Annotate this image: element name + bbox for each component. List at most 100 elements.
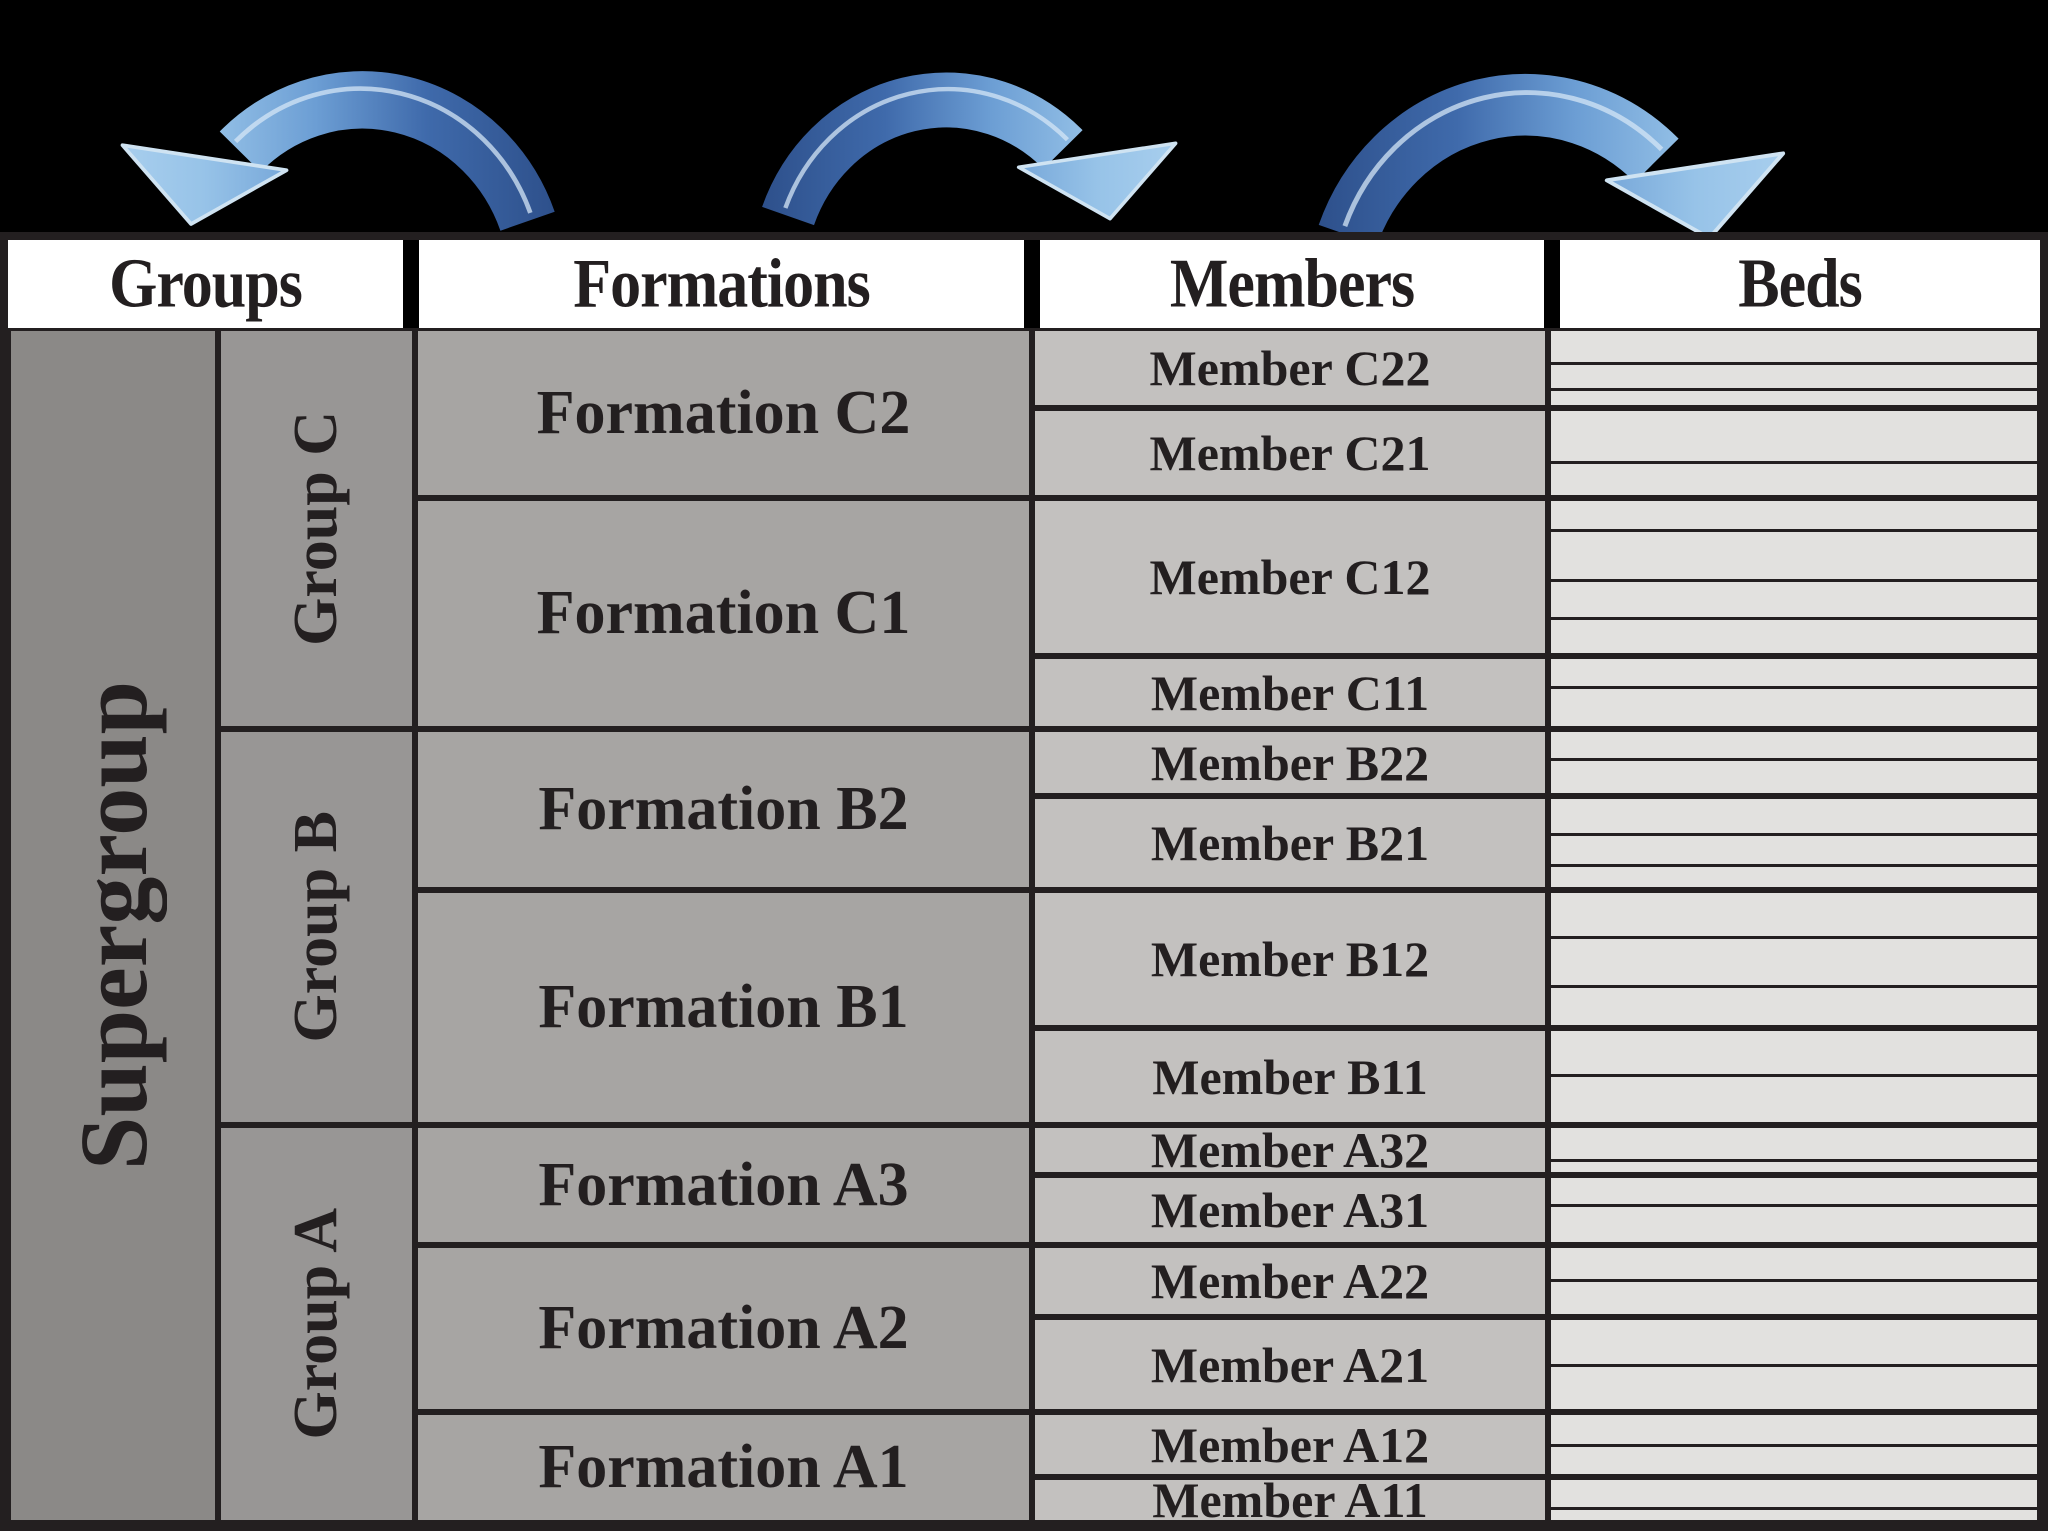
group-c-cell: Group C bbox=[218, 328, 415, 729]
member-b12-label: Member B12 bbox=[1150, 931, 1430, 987]
member-c22-cell: Member C22 bbox=[1032, 328, 1548, 408]
member-b11-cell: Member B11 bbox=[1032, 1028, 1548, 1125]
bed-layer bbox=[1551, 984, 2037, 1025]
formation-c1-label: Formation C1 bbox=[536, 579, 911, 647]
header-formations-label: Formations bbox=[573, 245, 871, 322]
beds-b22-cell bbox=[1548, 729, 2040, 796]
member-c12-cell: Member C12 bbox=[1032, 498, 1548, 656]
formation-c1-cell: Formation C1 bbox=[415, 498, 1032, 729]
formation-c2-cell: Formation C2 bbox=[415, 328, 1032, 498]
curved-arrow-icon-members bbox=[785, 89, 1175, 219]
table-header-row: Groups Formations Members Beds bbox=[8, 240, 2040, 328]
bed-layer bbox=[1551, 832, 2037, 864]
member-a12-cell: Member A12 bbox=[1032, 1412, 1548, 1477]
group-b-label: Group B bbox=[282, 811, 350, 1043]
bed-layer bbox=[1551, 1507, 2037, 1520]
bed-layer bbox=[1551, 659, 2037, 687]
stratigraphy-table: Groups Formations Members Beds Supergrou… bbox=[0, 232, 2048, 1531]
member-a22-label: Member A22 bbox=[1150, 1253, 1430, 1309]
member-a31-cell: Member A31 bbox=[1032, 1175, 1548, 1245]
beds-c22-cell bbox=[1548, 328, 2040, 408]
member-a22-cell: Member A22 bbox=[1032, 1245, 1548, 1317]
bed-layer bbox=[1551, 362, 2037, 388]
member-c21-cell: Member C21 bbox=[1032, 408, 1548, 498]
beds-a32-cell bbox=[1548, 1125, 2040, 1175]
member-a32-label: Member A32 bbox=[1150, 1125, 1430, 1175]
formation-a2-label: Formation A2 bbox=[538, 1294, 909, 1362]
supergroup-label: Supergroup bbox=[59, 680, 167, 1171]
bed-layer bbox=[1551, 529, 2037, 580]
formation-a1-cell: Formation A1 bbox=[415, 1412, 1032, 1523]
member-c21-label: Member C21 bbox=[1149, 425, 1431, 481]
bed-layer bbox=[1551, 893, 2037, 936]
bed-layer bbox=[1551, 460, 2037, 495]
formation-b2-label: Formation B2 bbox=[538, 775, 909, 843]
formation-a3-label: Formation A3 bbox=[538, 1150, 909, 1219]
member-b21-label: Member B21 bbox=[1150, 815, 1430, 871]
bed-layer bbox=[1551, 1278, 2037, 1314]
member-a12-label: Member A12 bbox=[1150, 1416, 1430, 1473]
formation-c2-label: Formation C2 bbox=[536, 378, 911, 447]
member-a31-label: Member A31 bbox=[1150, 1182, 1430, 1238]
member-a11-cell: Member A11 bbox=[1032, 1477, 1548, 1523]
formation-a1-label: Formation A1 bbox=[538, 1433, 909, 1501]
group-c-label: Group C bbox=[282, 411, 350, 646]
bed-layer bbox=[1551, 1128, 2037, 1160]
beds-a12-cell bbox=[1548, 1412, 2040, 1477]
formation-a3-cell: Formation A3 bbox=[415, 1125, 1032, 1245]
header-groups: Groups bbox=[8, 240, 403, 328]
bed-layer bbox=[1551, 1444, 2037, 1474]
member-b22-label: Member B22 bbox=[1150, 734, 1430, 791]
beds-a21-cell bbox=[1548, 1317, 2040, 1412]
formation-a2-cell: Formation A2 bbox=[415, 1245, 1032, 1412]
member-c11-cell: Member C11 bbox=[1032, 656, 1548, 729]
supergroup-cell: Supergroup bbox=[8, 328, 218, 1523]
bed-layer bbox=[1551, 1159, 2037, 1172]
bed-layer bbox=[1551, 616, 2037, 653]
bed-layer bbox=[1551, 579, 2037, 617]
header-beds: Beds bbox=[1560, 240, 2040, 328]
bed-layer bbox=[1551, 1363, 2037, 1409]
bed-layer bbox=[1551, 1178, 2037, 1204]
bed-layer bbox=[1551, 686, 2037, 726]
header-beds-label: Beds bbox=[1738, 245, 1862, 322]
bed-layer bbox=[1551, 863, 2037, 887]
curved-arrow-icon-groups bbox=[122, 89, 530, 224]
table-body: Supergroup Group C Group B Group A Forma… bbox=[8, 328, 2040, 1523]
member-b22-cell: Member B22 bbox=[1032, 729, 1548, 796]
bed-layer bbox=[1551, 732, 2037, 759]
bed-layer bbox=[1551, 387, 2037, 405]
curved-arrow-icon-beds bbox=[1345, 93, 1783, 238]
bed-layer bbox=[1551, 1415, 2037, 1445]
beds-c12-cell bbox=[1548, 498, 2040, 656]
bed-layer bbox=[1551, 411, 2037, 461]
member-c11-label: Member C11 bbox=[1150, 664, 1430, 721]
header-formations: Formations bbox=[419, 240, 1024, 328]
formation-b1-label: Formation B1 bbox=[538, 973, 909, 1041]
beds-a31-cell bbox=[1548, 1175, 2040, 1245]
beds-c11-cell bbox=[1548, 656, 2040, 729]
bed-layer bbox=[1551, 331, 2037, 363]
bed-layer bbox=[1551, 799, 2037, 833]
formation-b1-cell: Formation B1 bbox=[415, 890, 1032, 1125]
member-b11-label: Member B11 bbox=[1152, 1048, 1428, 1105]
member-a21-cell: Member A21 bbox=[1032, 1317, 1548, 1412]
bed-layer bbox=[1551, 1203, 2037, 1242]
bed-layer bbox=[1551, 1480, 2037, 1508]
beds-a22-cell bbox=[1548, 1245, 2040, 1317]
member-b12-cell: Member B12 bbox=[1032, 890, 1548, 1028]
header-groups-label: Groups bbox=[109, 245, 303, 322]
beds-b21-cell bbox=[1548, 796, 2040, 890]
beds-b12-cell bbox=[1548, 890, 2040, 1028]
member-a21-label: Member A21 bbox=[1150, 1336, 1430, 1393]
group-a-cell: Group A bbox=[218, 1125, 415, 1523]
beds-c21-cell bbox=[1548, 408, 2040, 498]
bed-layer bbox=[1551, 758, 2037, 793]
group-b-cell: Group B bbox=[218, 729, 415, 1125]
beds-b11-cell bbox=[1548, 1028, 2040, 1125]
bed-layer bbox=[1551, 935, 2037, 985]
member-b21-cell: Member B21 bbox=[1032, 796, 1548, 890]
bed-layer bbox=[1551, 1031, 2037, 1074]
group-a-label: Group A bbox=[282, 1208, 350, 1440]
